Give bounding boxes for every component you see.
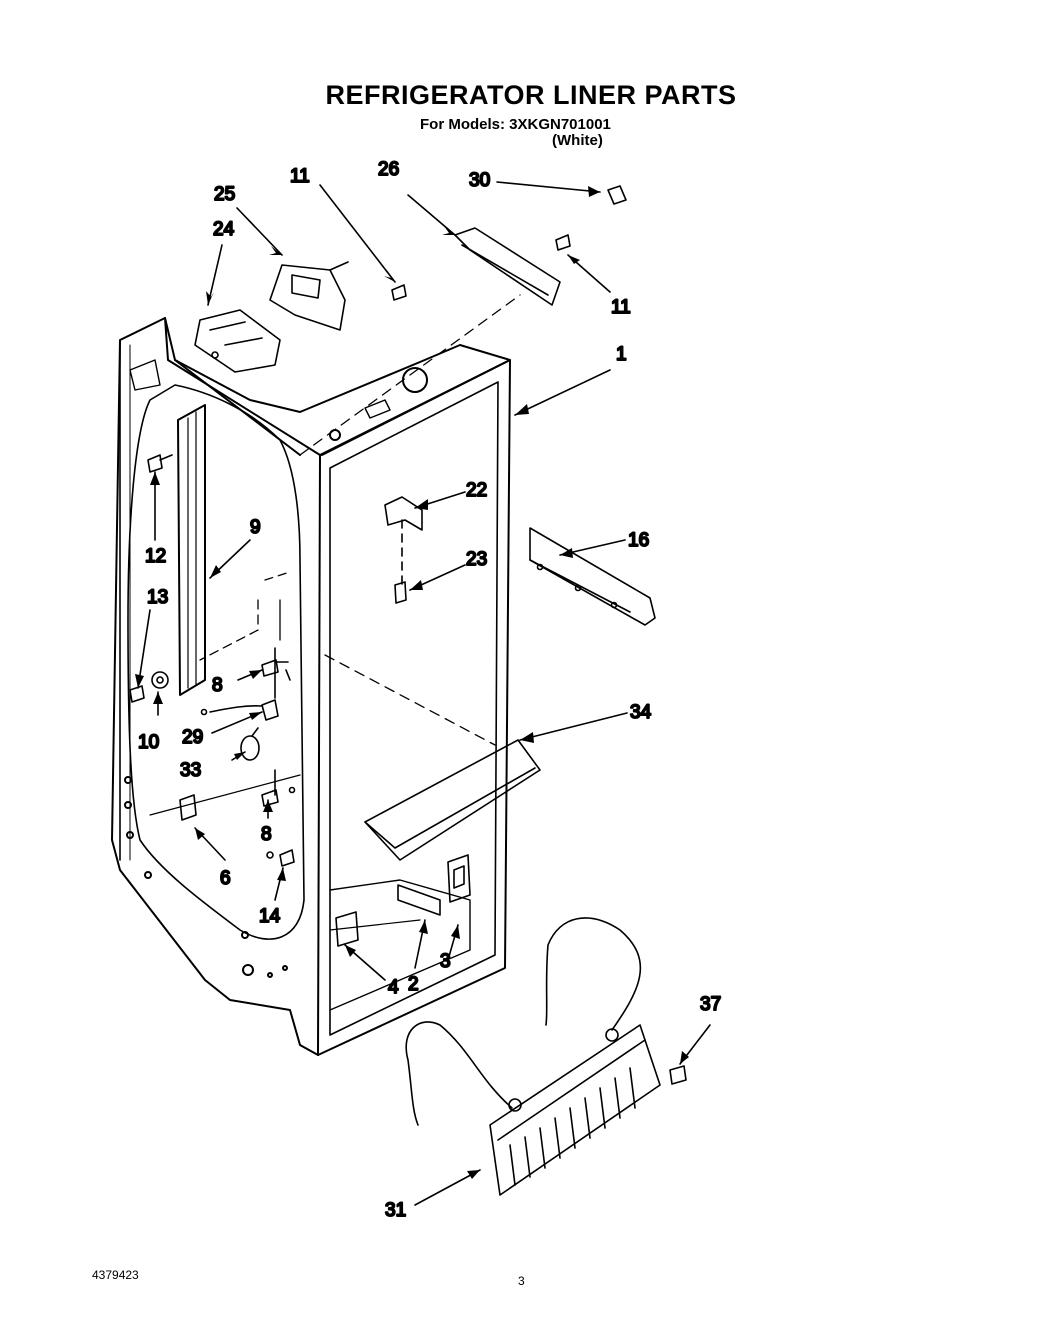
callout-29: 29 bbox=[182, 727, 203, 748]
callout-4: 4 bbox=[388, 977, 399, 998]
callout-22: 22 bbox=[466, 480, 487, 501]
screws-11 bbox=[391, 234, 571, 301]
callout-12: 12 bbox=[145, 546, 166, 567]
callout-33: 33 bbox=[180, 760, 201, 781]
callout-23: 23 bbox=[466, 549, 487, 570]
page-number: 3 bbox=[518, 1274, 525, 1288]
callout-11-top: 11 bbox=[290, 166, 310, 187]
screw-37 bbox=[669, 1065, 687, 1085]
callout-2: 2 bbox=[408, 974, 419, 995]
shelf-16 bbox=[529, 527, 656, 626]
callout-13: 13 bbox=[147, 587, 168, 608]
bracket-22 bbox=[384, 496, 423, 604]
callout-6: 6 bbox=[220, 868, 231, 889]
vertical-rail bbox=[177, 404, 206, 696]
callout-16: 16 bbox=[628, 530, 649, 551]
callout-11-right: 11 bbox=[611, 297, 631, 318]
callout-25: 25 bbox=[214, 184, 235, 205]
callout-3: 3 bbox=[440, 951, 451, 972]
callout-26: 26 bbox=[378, 159, 399, 180]
callout-8-upper: 8 bbox=[212, 675, 223, 696]
liner-body bbox=[111, 294, 521, 1056]
callout-8-lower: 8 bbox=[261, 824, 272, 845]
callout-1: 1 bbox=[616, 344, 627, 365]
document-number: 4379423 bbox=[92, 1268, 139, 1282]
callout-34: 34 bbox=[630, 702, 652, 723]
callout-30: 30 bbox=[469, 170, 490, 191]
heater-31 bbox=[405, 917, 661, 1196]
clip-30 bbox=[607, 185, 627, 205]
callout-24: 24 bbox=[213, 219, 235, 240]
leader-lines bbox=[137, 181, 711, 1206]
color-label: (White) bbox=[552, 132, 603, 149]
callout-37: 37 bbox=[700, 994, 721, 1015]
callout-10: 10 bbox=[138, 732, 159, 753]
models-line: For Models: 3XKGN701001 bbox=[420, 116, 611, 133]
callout-31: 31 bbox=[385, 1200, 406, 1221]
callout-9: 9 bbox=[250, 517, 261, 538]
callout-14: 14 bbox=[259, 906, 281, 927]
control-housing-24 bbox=[194, 309, 281, 373]
top-bracket-26 bbox=[454, 227, 561, 306]
shelf-34 bbox=[364, 739, 541, 861]
cover-25 bbox=[269, 261, 349, 331]
arrowheads bbox=[135, 186, 689, 1179]
page-title: REFRIGERATOR LINER PARTS bbox=[325, 80, 737, 110]
